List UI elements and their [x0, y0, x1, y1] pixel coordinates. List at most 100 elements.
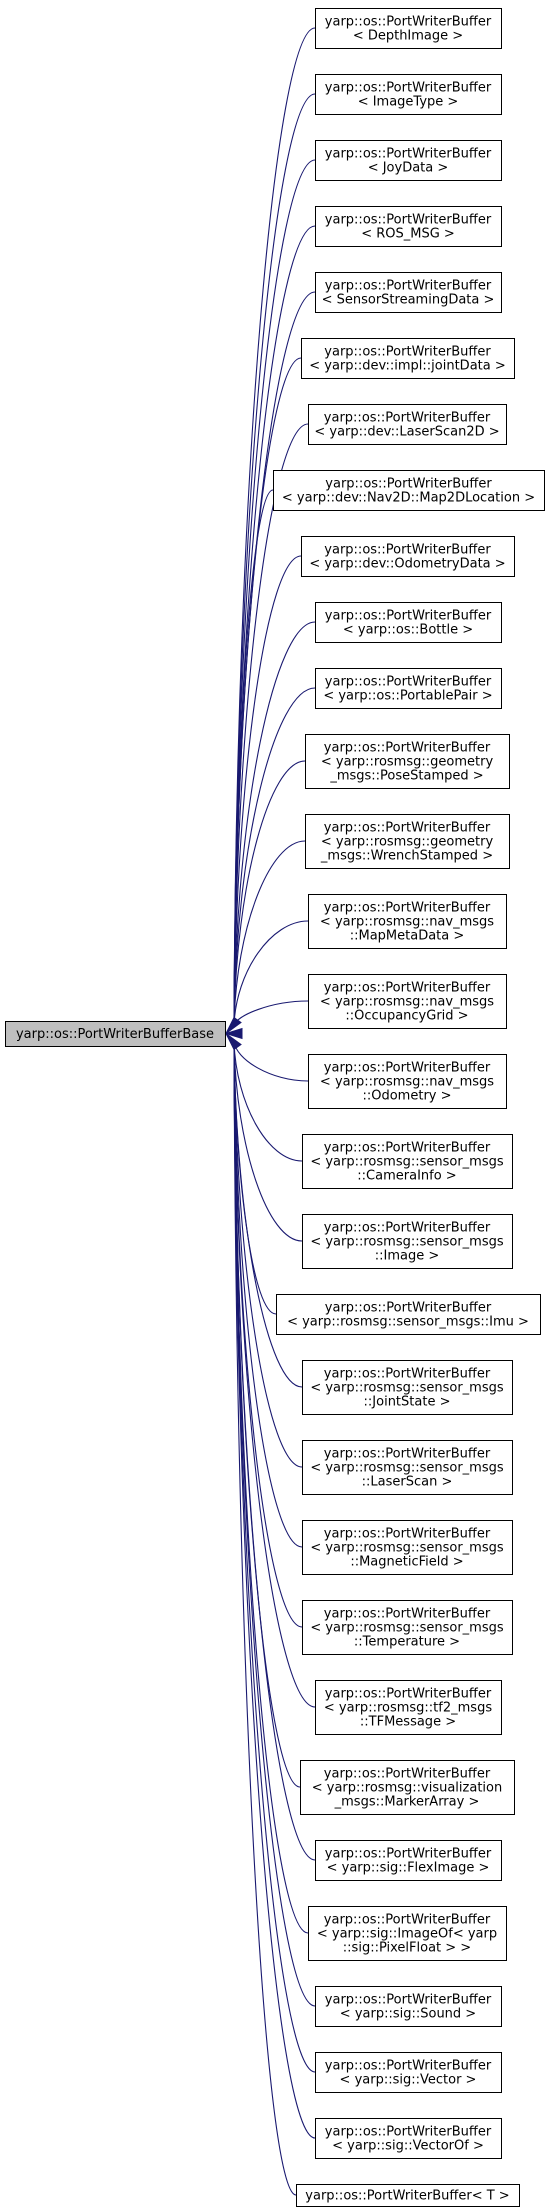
derived-class-node-yarp-os-portwriterbuffer-yarp-rosmsg-sensor-msgs-magneticfie-box — [302, 1520, 513, 1575]
derived-class-node-yarp-os-portwriterbuffer-yarp-rosmsg-sensor-msgs-temperature-label-line: ::Temperature > — [354, 1635, 460, 1650]
derived-class-node-yarp-os-portwriterbuffer-yarp-os-bottle[interactable]: yarp::os::PortWriterBuffer< yarp::os::Bo… — [315, 602, 502, 643]
derived-class-node-yarp-os-portwriterbuffer-yarp-sig-fleximage[interactable]: yarp::os::PortWriterBuffer< yarp::sig::F… — [315, 1840, 502, 1881]
derived-class-node-yarp-os-portwriterbuffer-yarp-rosmsg-nav-msgs-occupancygrid[interactable]: yarp::os::PortWriterBuffer< yarp::rosmsg… — [308, 974, 507, 1029]
derived-class-node-yarp-os-portwriterbuffer-yarp-rosmsg-sensor-msgs-temperature[interactable]: yarp::os::PortWriterBuffer< yarp::rosmsg… — [302, 1600, 513, 1655]
derived-class-node-yarp-os-portwriterbuffer-yarp-rosmsg-visualization-msgs-mark-label-line: < yarp::rosmsg::visualization — [312, 1781, 502, 1796]
derived-class-node-yarp-os-portwriterbuffer-yarp-dev-laserscan2d-box — [308, 404, 507, 445]
inheritance-arrowhead — [224, 1027, 243, 1040]
derived-class-node-yarp-os-portwriterbuffer-yarp-rosmsg-sensor-msgs-camerainfo[interactable]: yarp::os::PortWriterBuffer< yarp::rosmsg… — [302, 1134, 513, 1189]
derived-class-node-yarp-os-portwriterbuffer-yarp-rosmsg-sensor-msgs-image[interactable]: yarp::os::PortWriterBuffer< yarp::rosmsg… — [302, 1214, 513, 1269]
derived-class-node-yarp-os-portwriterbuffer-yarp-sig-sound-box — [315, 1986, 502, 2027]
derived-class-node-yarp-os-portwriterbuffer-yarp-rosmsg-sensor-msgs-temperature-label-line: < yarp::rosmsg::sensor_msgs — [310, 1621, 504, 1636]
derived-class-node-yarp-os-portwriterbuffer-yarp-rosmsg-geometry-msgs-posestamp-label-line: < yarp::rosmsg::geometry — [321, 755, 494, 770]
derived-class-node-yarp-os-portwriterbuffer-depthimage-box — [315, 8, 502, 49]
derived-class-node-yarp-os-portwriterbuffer-yarp-dev-odometrydata[interactable]: yarp::os::PortWriterBuffer< yarp::dev::O… — [301, 536, 515, 577]
derived-class-node-yarp-os-portwriterbuffer-yarp-rosmsg-geometry-msgs-wrenchsta-label-line: yarp::os::PortWriterBuffer — [324, 821, 491, 836]
derived-class-node-yarp-os-portwriterbuffer-yarp-sig-imageof-yarp-sig-pixelfloa[interactable]: yarp::os::PortWriterBuffer< yarp::sig::I… — [308, 1906, 507, 1961]
derived-class-node-yarp-os-portwriterbuffer-yarp-rosmsg-nav-msgs-occupancygrid-label-line: < yarp::rosmsg::nav_msgs — [320, 995, 494, 1010]
derived-class-node-yarp-os-portwriterbuffer-yarp-rosmsg-visualization-msgs-mark[interactable]: yarp::os::PortWriterBuffer< yarp::rosmsg… — [300, 1760, 515, 1815]
derived-class-node-yarp-os-portwriterbuffer-yarp-dev-nav2d-map2dlocation-box — [273, 470, 545, 511]
derived-class-node-yarp-os-portwriterbuffer-yarp-rosmsg-sensor-msgs-laserscan-label-line: yarp::os::PortWriterBuffer — [324, 1447, 491, 1462]
derived-class-node-yarp-os-portwriterbuffer-yarp-dev-nav2d-map2dlocation-label-line: < yarp::dev::Nav2D::Map2DLocation > — [282, 491, 535, 506]
inheritance-edge — [233, 760, 306, 1026]
derived-class-node-yarp-os-portwriterbuffer-depthimage-label-line: yarp::os::PortWriterBuffer — [325, 15, 492, 30]
derived-class-node-yarp-os-portwriterbuffer-yarp-rosmsg-nav-msgs-occupancygrid-label-line: ::OccupancyGrid > — [345, 1009, 468, 1024]
derived-class-node-yarp-os-portwriterbuffer-yarp-rosmsg-sensor-msgs-laserscan[interactable]: yarp::os::PortWriterBuffer< yarp::rosmsg… — [302, 1440, 513, 1495]
derived-class-node-yarp-os-portwriterbuffer-yarp-rosmsg-nav-msgs-mapmetadata-box — [308, 894, 507, 949]
derived-class-node-yarp-os-portwriterbuffer-yarp-sig-fleximage-label-line: < yarp::sig::FlexImage > — [327, 1861, 490, 1876]
derived-class-node-yarp-os-portwriterbuffer-yarp-dev-odometrydata-label-line: < yarp::dev::OdometryData > — [309, 557, 505, 572]
derived-class-node-yarp-os-portwriterbuffer-joydata-box — [315, 140, 502, 181]
derived-class-node-yarp-os-portwriterbuffer-yarp-rosmsg-visualization-msgs-mark-label-line: _msgs::MarkerArray > — [334, 1795, 480, 1810]
derived-class-node-yarp-os-portwriterbuffer-yarp-rosmsg-nav-msgs-odometry[interactable]: yarp::os::PortWriterBuffer< yarp::rosmsg… — [308, 1054, 507, 1109]
derived-class-node-yarp-os-portwriterbuffer-yarp-rosmsg-sensor-msgs-laserscan-label-line: < yarp::rosmsg::sensor_msgs — [310, 1461, 504, 1476]
derived-class-node-yarp-os-portwriterbuffer-yarp-dev-laserscan2d[interactable]: yarp::os::PortWriterBuffer< yarp::dev::L… — [308, 404, 507, 445]
derived-class-node-yarp-os-portwriterbuffer-joydata[interactable]: yarp::os::PortWriterBuffer< JoyData > — [315, 140, 502, 181]
derived-class-node-yarp-os-portwriterbuffer-yarp-rosmsg-sensor-msgs-imu[interactable]: yarp::os::PortWriterBuffer< yarp::rosmsg… — [276, 1294, 541, 1335]
derived-class-node-yarp-os-portwriterbuffer-joydata-label-line: < JoyData > — [368, 161, 449, 176]
base-class-node[interactable]: yarp::os::PortWriterBufferBase — [5, 1021, 226, 1047]
derived-class-node-yarp-os-portwriterbuffer-yarp-rosmsg-tf2-msgs-tfmessage-label-line: ::TFMessage > — [360, 1715, 456, 1730]
derived-class-node-yarp-os-portwriterbuffer-yarp-rosmsg-geometry-msgs-posestamp-label-line: yarp::os::PortWriterBuffer — [324, 741, 491, 756]
derived-class-node-yarp-os-portwriterbuffer-yarp-dev-laserscan2d-label-line: < yarp::dev::LaserScan2D > — [314, 425, 499, 440]
derived-class-node-yarp-os-portwriterbuffer-yarp-rosmsg-nav-msgs-odometry-box — [308, 1054, 507, 1109]
derived-class-node-yarp-os-portwriterbuffer-yarp-sig-vector[interactable]: yarp::os::PortWriterBuffer< yarp::sig::V… — [315, 2052, 502, 2093]
derived-class-node-yarp-os-portwriterbuffer-yarp-os-portablepair[interactable]: yarp::os::PortWriterBuffer< yarp::os::Po… — [315, 668, 502, 709]
derived-class-node-yarp-os-portwriterbuffer-yarp-sig-imageof-yarp-sig-pixelfloa-label-line: ::sig::PixelFloat > > — [343, 1941, 471, 1956]
derived-class-node-yarp-os-portwriterbuffer-yarp-sig-sound[interactable]: yarp::os::PortWriterBuffer< yarp::sig::S… — [315, 1986, 502, 2027]
derived-class-node-yarp-os-portwriterbuffer-yarp-sig-sound-label-line: < yarp::sig::Sound > — [340, 2007, 476, 2022]
inheritance-arrowhead — [225, 1033, 242, 1051]
derived-class-node-yarp-os-portwriterbuffer-yarp-rosmsg-sensor-msgs-jointstate-label-line: ::JointState > — [364, 1395, 451, 1410]
inheritance-edge — [233, 1041, 316, 1861]
inheritance-edge — [233, 1041, 303, 1388]
derived-class-node-yarp-os-portwriterbuffer-yarp-rosmsg-sensor-msgs-laserscan-label-line: ::LaserScan > — [362, 1475, 453, 1490]
derived-class-node-yarp-os-portwriterbuffer-yarp-os-bottle-label-line: yarp::os::PortWriterBuffer — [325, 609, 492, 624]
derived-class-node-yarp-os-portwriterbuffer-yarp-rosmsg-geometry-msgs-wrenchsta[interactable]: yarp::os::PortWriterBuffer< yarp::rosmsg… — [305, 814, 510, 869]
inheritance-edges — [224, 27, 316, 2196]
inheritance-edge — [233, 1041, 303, 1162]
inheritance-edge — [233, 1041, 303, 1242]
derived-class-node-yarp-os-portwriterbuffer-yarp-rosmsg-sensor-msgs-jointstate-label-line: < yarp::rosmsg::sensor_msgs — [310, 1381, 504, 1396]
derived-class-node-yarp-os-portwriterbuffer-yarp-dev-impl-jointdata-box — [301, 338, 515, 379]
inheritance-edge — [233, 1041, 303, 1548]
derived-class-node-yarp-os-portwriterbuffer-yarp-rosmsg-visualization-msgs-mark-box — [300, 1760, 515, 1815]
derived-class-node-yarp-os-portwriterbuffer-yarp-os-portablepair-label-line: < yarp::os::PortablePair > — [323, 689, 492, 704]
derived-class-node-yarp-os-portwriterbuffer-ros-msg-box — [315, 206, 502, 247]
derived-class-node-yarp-os-portwriterbuffer-yarp-rosmsg-sensor-msgs-camerainfo-label-line: yarp::os::PortWriterBuffer — [324, 1141, 491, 1156]
derived-class-node-yarp-os-portwriterbuffer-yarp-rosmsg-tf2-msgs-tfmessage-box — [315, 1680, 502, 1735]
derived-class-node-yarp-os-portwriterbuffer-yarp-rosmsg-sensor-msgs-magneticfie-label-line: ::MagneticField > — [350, 1555, 463, 1570]
derived-class-node-yarp-os-portwriterbuffer-yarp-rosmsg-sensor-msgs-imu-box — [276, 1294, 541, 1335]
derived-class-node-yarp-os-portwriterbuffer-yarp-rosmsg-sensor-msgs-jointstate-label-line: yarp::os::PortWriterBuffer — [324, 1367, 491, 1382]
derived-class-node-yarp-os-portwriterbuffer-yarp-rosmsg-sensor-msgs-temperature-label-line: yarp::os::PortWriterBuffer — [324, 1607, 491, 1622]
class-nodes: yarp::os::PortWriterBufferBaseyarp::os::… — [5, 8, 545, 2207]
derived-class-node-yarp-os-portwriterbuffer-yarp-os-portablepair-label-line: yarp::os::PortWriterBuffer — [325, 675, 492, 690]
derived-class-node-yarp-os-portwriterbuffer-yarp-rosmsg-nav-msgs-mapmetadata-label-line: yarp::os::PortWriterBuffer — [324, 901, 491, 916]
derived-class-node-yarp-os-portwriterbuffer-yarp-rosmsg-nav-msgs-odometry-label-line: ::Odometry > — [362, 1089, 451, 1104]
derived-class-node-yarp-os-portwriterbuffer-t[interactable]: yarp::os::PortWriterBuffer< T > — [296, 2184, 520, 2207]
derived-class-node-yarp-os-portwriterbuffer-yarp-rosmsg-nav-msgs-mapmetadata[interactable]: yarp::os::PortWriterBuffer< yarp::rosmsg… — [308, 894, 507, 949]
derived-class-node-yarp-os-portwriterbuffer-ros-msg[interactable]: yarp::os::PortWriterBuffer< ROS_MSG > — [315, 206, 502, 247]
derived-class-node-yarp-os-portwriterbuffer-yarp-dev-nav2d-map2dlocation[interactable]: yarp::os::PortWriterBuffer< yarp::dev::N… — [273, 470, 545, 511]
derived-class-node-yarp-os-portwriterbuffer-yarp-sig-vectorof[interactable]: yarp::os::PortWriterBuffer< yarp::sig::V… — [315, 2118, 502, 2159]
derived-class-node-yarp-os-portwriterbuffer-yarp-rosmsg-nav-msgs-occupancygrid-label-line: yarp::os::PortWriterBuffer — [324, 981, 491, 996]
derived-class-node-yarp-os-portwriterbuffer-yarp-dev-impl-jointdata[interactable]: yarp::os::PortWriterBuffer< yarp::dev::i… — [301, 338, 515, 379]
derived-class-node-yarp-os-portwriterbuffer-yarp-os-portablepair-box — [315, 668, 502, 709]
derived-class-node-yarp-os-portwriterbuffer-yarp-rosmsg-sensor-msgs-image-label-line: ::Image > — [375, 1249, 440, 1264]
derived-class-node-yarp-os-portwriterbuffer-imagetype-label-line: < ImageType > — [358, 95, 459, 110]
derived-class-node-yarp-os-portwriterbuffer-depthimage[interactable]: yarp::os::PortWriterBuffer< DepthImage > — [315, 8, 502, 49]
derived-class-node-yarp-os-portwriterbuffer-yarp-rosmsg-sensor-msgs-camerainfo-label-line: < yarp::rosmsg::sensor_msgs — [310, 1155, 504, 1170]
derived-class-node-yarp-os-portwriterbuffer-yarp-rosmsg-sensor-msgs-jointstate[interactable]: yarp::os::PortWriterBuffer< yarp::rosmsg… — [302, 1360, 513, 1415]
derived-class-node-yarp-os-portwriterbuffer-yarp-rosmsg-sensor-msgs-magneticfie[interactable]: yarp::os::PortWriterBuffer< yarp::rosmsg… — [302, 1520, 513, 1575]
derived-class-node-yarp-os-portwriterbuffer-yarp-sig-sound-label-line: yarp::os::PortWriterBuffer — [325, 1993, 492, 2008]
derived-class-node-yarp-os-portwriterbuffer-sensorstreamingdata[interactable]: yarp::os::PortWriterBuffer< SensorStream… — [315, 272, 502, 313]
derived-class-node-yarp-os-portwriterbuffer-yarp-rosmsg-geometry-msgs-posestamp[interactable]: yarp::os::PortWriterBuffer< yarp::rosmsg… — [305, 734, 510, 789]
derived-class-node-yarp-os-portwriterbuffer-imagetype[interactable]: yarp::os::PortWriterBuffer< ImageType > — [315, 74, 502, 115]
base-class-node-box — [5, 1021, 226, 1047]
inheritance-edge — [233, 555, 302, 1026]
derived-class-node-yarp-os-portwriterbuffer-yarp-sig-vector-label-line: yarp::os::PortWriterBuffer — [325, 2059, 492, 2074]
derived-class-node-yarp-os-portwriterbuffer-sensorstreamingdata-box — [315, 272, 502, 313]
derived-class-node-yarp-os-portwriterbuffer-yarp-rosmsg-sensor-msgs-magneticfie-label-line: < yarp::rosmsg::sensor_msgs — [310, 1541, 504, 1556]
derived-class-node-yarp-os-portwriterbuffer-yarp-rosmsg-tf2-msgs-tfmessage[interactable]: yarp::os::PortWriterBuffer< yarp::rosmsg… — [315, 1680, 502, 1735]
inheritance-edge — [233, 489, 274, 1026]
